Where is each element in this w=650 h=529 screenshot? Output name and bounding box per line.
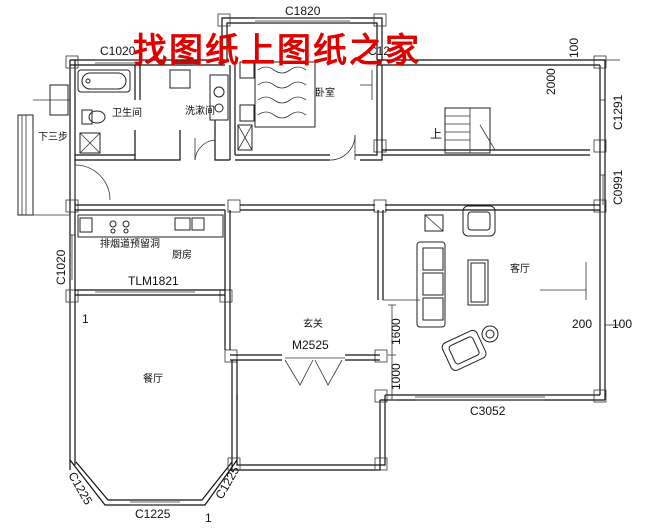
- label-c1291: C1291: [611, 94, 625, 130]
- label-dim-200: 200: [572, 317, 592, 331]
- label-bedroom: 卧室: [315, 86, 335, 99]
- label-mark-1-left: 1: [82, 312, 89, 326]
- label-up: 上: [430, 127, 442, 141]
- label-smoke-duct: 排烟道预留洞: [100, 237, 160, 250]
- label-c1820: C1820: [285, 4, 321, 18]
- label-down-steps: 下三步: [38, 131, 68, 143]
- label-dim-1000: 1000: [389, 363, 403, 390]
- interior-walls: [75, 65, 600, 400]
- living-ac: [540, 262, 587, 300]
- dimension-lines: [383, 59, 620, 401]
- label-bathroom: 卫生间: [112, 106, 142, 119]
- label-mark-1-bottom: 1: [205, 511, 212, 525]
- bedroom-ac: [360, 70, 373, 100]
- text-labels: C1820 C1020 C12 2000 100 C1291 C0991 卫生间…: [38, 4, 632, 525]
- label-c1020-top: C1020: [100, 44, 136, 58]
- watermark-text: 找图纸上图纸之家: [133, 31, 421, 71]
- windows: [70, 17, 605, 506]
- label-c1225-left: C1225: [65, 470, 95, 508]
- column-markers: [65, 13, 607, 471]
- wash-basin: [169, 69, 229, 121]
- label-entry: 玄关: [303, 317, 323, 330]
- stairs: [444, 107, 496, 154]
- label-dining: 餐厅: [143, 372, 163, 385]
- kitchen-counter: [77, 214, 224, 238]
- side-steps: [17, 84, 70, 216]
- label-c1225-right: C1225: [212, 464, 242, 502]
- bathtub: [77, 69, 131, 93]
- label-c1020-left: C1020: [54, 249, 68, 285]
- label-c0991: C0991: [611, 169, 625, 205]
- label-c1225-bottom: C1225: [135, 507, 171, 521]
- label-dim-1600: 1600: [389, 318, 403, 345]
- shower-tray: [79, 132, 101, 154]
- label-tlm1821: TLM1821: [128, 274, 179, 288]
- label-wash: 洗漱间: [185, 104, 215, 117]
- bed: [237, 61, 316, 151]
- doors: [74, 134, 356, 386]
- outer-walls: [69, 17, 606, 506]
- label-c12-top: C12: [368, 44, 390, 58]
- label-dim-100: 100: [612, 317, 632, 331]
- label-dim-2000-top: 2000: [544, 68, 558, 95]
- label-kitchen: 厨房: [172, 248, 192, 261]
- label-living: 客厅: [510, 262, 530, 275]
- label-dim-100-top: 100: [567, 38, 581, 58]
- sofa-set: [416, 205, 499, 371]
- label-c3052: C3052: [470, 404, 506, 418]
- label-m2525: M2525: [292, 338, 329, 352]
- toilet: [81, 109, 106, 125]
